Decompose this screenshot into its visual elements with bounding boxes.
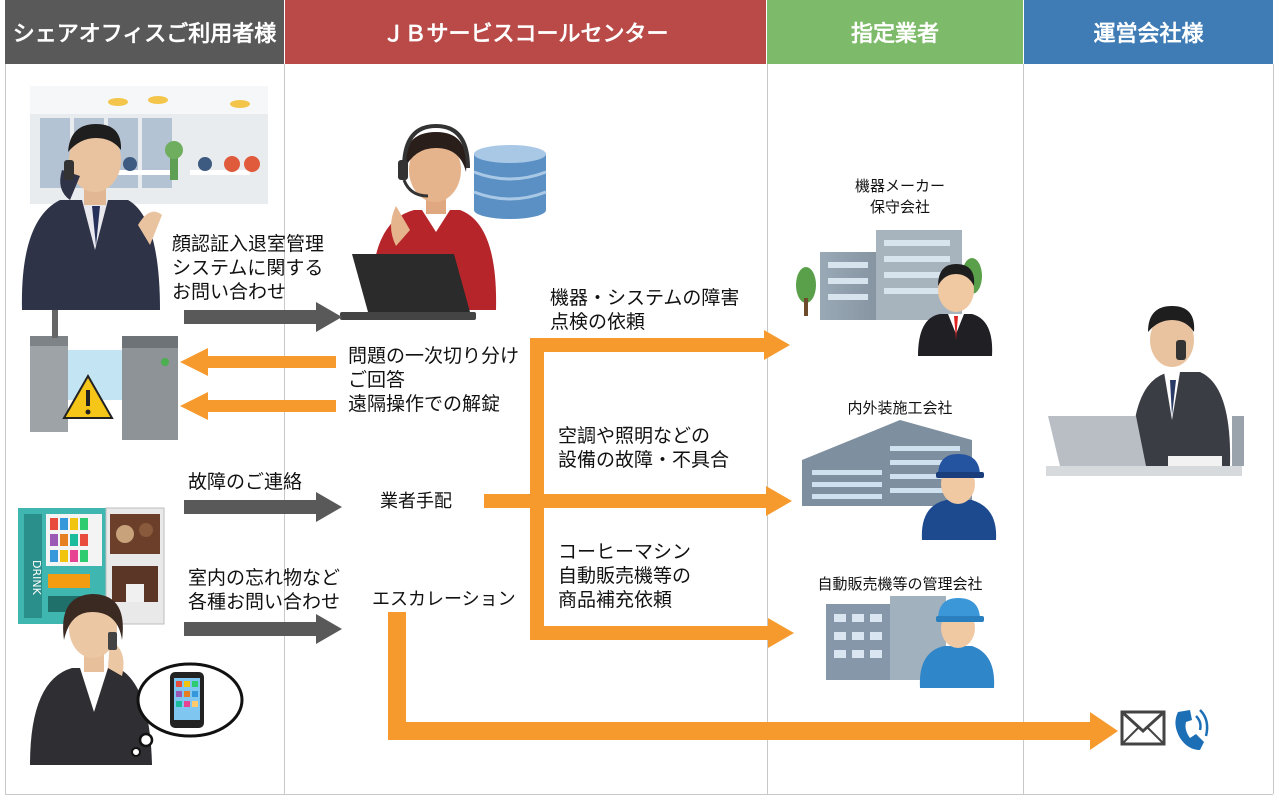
lane-bottom-border	[5, 794, 1273, 795]
arrow-inquiry	[184, 302, 342, 332]
mail-icon	[1120, 710, 1166, 746]
arrow-escalation	[388, 612, 1118, 750]
businessman-phone-icon	[21, 124, 162, 310]
arrow-failure-contact	[184, 492, 342, 522]
building-icon	[802, 420, 972, 506]
vendor-maker-label: 機器メーカー 保守会社	[854, 177, 945, 216]
label-lost-items: 室内の忘れ物など 各種お問い合わせ	[188, 567, 341, 613]
arrow-remote-unlock	[180, 392, 336, 420]
label-vending-refill: コーヒーマシン 自動販売機等の 商品補充依頼	[558, 541, 692, 611]
worker-icon	[921, 454, 997, 540]
arrow-first-response	[180, 348, 336, 376]
label-equipment-failure: 機器・システムの障害 点検の依頼	[550, 287, 740, 333]
database-icon	[473, 145, 547, 219]
vendor-vending-label: 自動販売機等の管理会社	[817, 575, 983, 593]
label-vendor-arrange: 業者手配	[380, 491, 452, 512]
label-failure-contact: 故障のご連絡	[188, 471, 303, 493]
businesswoman-phone-icon	[30, 594, 152, 765]
lane-divider	[1273, 64, 1274, 794]
worker-icon	[919, 598, 995, 688]
lane-header-callcenter: ＪＢサービスコールセンター	[285, 0, 766, 64]
phone-icon	[1175, 709, 1209, 750]
svg-text:DRINK: DRINK	[30, 560, 43, 596]
lane-header-user: シェアオフィスご利用者様	[5, 0, 284, 64]
laptop-icon	[340, 254, 476, 320]
vendor-interior-label: 内外装施工会社	[847, 399, 953, 417]
lane-header-operator: 運営会社様	[1024, 0, 1273, 64]
security-gate-icon	[30, 310, 178, 440]
operator-desk-icon	[1046, 306, 1244, 476]
arrow-lost-items	[184, 614, 342, 644]
lane-divider	[284, 64, 285, 794]
lane-divider	[5, 64, 6, 794]
lane-header-vendor: 指定業者	[767, 0, 1023, 64]
label-facility-failure: 空調や照明などの 設備の故障・不具合	[558, 425, 730, 471]
lane-divider	[767, 64, 768, 794]
arrow-vendor-dispatch	[484, 330, 794, 648]
label-face-system-inquiry: 顔認証入退室管理 システムに関する お問い合わせ	[172, 233, 325, 303]
warning-icon	[62, 373, 114, 419]
lane-divider	[1023, 64, 1024, 794]
smartphone-bubble-icon	[131, 662, 244, 757]
worker-icon	[918, 264, 993, 356]
label-first-response: 問題の一次切り分け ご回答 遠隔操作での解錠	[348, 345, 520, 415]
label-escalation: エスカレーション	[372, 589, 516, 610]
vending-machine-icon: DRINK	[18, 508, 106, 624]
